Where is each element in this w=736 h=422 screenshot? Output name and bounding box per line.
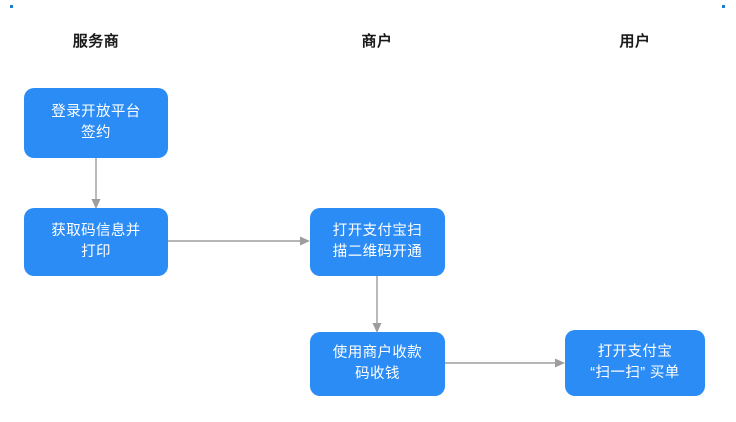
- corner-mark-top-right: [722, 5, 725, 8]
- arrow-scan-to-collect: [372, 276, 382, 333]
- arrow-collect-to-pay: [445, 358, 565, 368]
- node-open-alipay-scan-qr-label: 打开支付宝扫 描二维码开通: [332, 223, 423, 260]
- node-login-open-platform[interactable]: 登录开放平台 签约: [24, 88, 168, 158]
- node-open-alipay-scan-pay[interactable]: 打开支付宝 “扫一扫” 买单: [565, 330, 705, 396]
- node-open-alipay-scan-pay-label: 打开支付宝 “扫一扫” 买单: [590, 344, 680, 381]
- node-use-merchant-collect-code-label: 使用商户收款 码收钱: [332, 345, 423, 382]
- arrow-fetch-to-scan: [168, 236, 310, 246]
- corner-mark-top-left: [10, 5, 13, 8]
- node-open-alipay-scan-qr[interactable]: 打开支付宝扫 描二维码开通: [310, 208, 445, 276]
- node-fetch-code-print-label: 获取码信息并 打印: [51, 223, 141, 260]
- node-fetch-code-print[interactable]: 获取码信息并 打印: [24, 208, 168, 276]
- node-login-open-platform-label: 登录开放平台 签约: [51, 104, 141, 141]
- arrow-login-to-fetch: [91, 158, 101, 209]
- column-header-service-provider: 服务商: [72, 33, 120, 50]
- node-use-merchant-collect-code[interactable]: 使用商户收款 码收钱: [310, 332, 445, 396]
- column-header-merchant: 商户: [361, 33, 393, 50]
- column-header-user: 用户: [619, 33, 651, 50]
